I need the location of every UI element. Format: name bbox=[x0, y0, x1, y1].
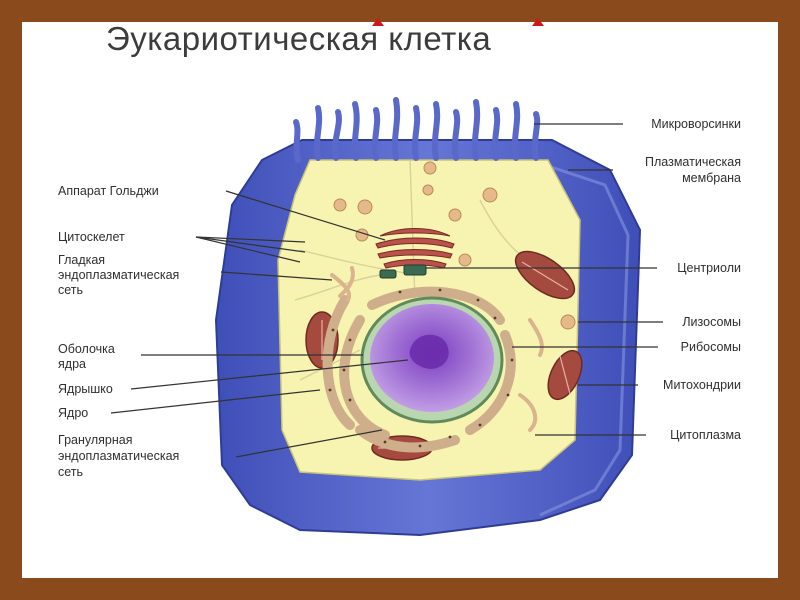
label-centrioles: Центриоли bbox=[677, 261, 741, 275]
microvilli-shape bbox=[293, 97, 541, 163]
centriole-shapes bbox=[379, 264, 427, 279]
golgi-shape bbox=[375, 228, 455, 269]
label-plasma-membrane-line1: Плазматическая bbox=[645, 155, 741, 169]
label-nuclear-envelope-line1: Оболочка bbox=[58, 342, 115, 356]
title-accent-marks bbox=[372, 18, 544, 26]
label-smooth-er-line1: Гладкая bbox=[58, 253, 105, 267]
label-mitochondria: Митохондрии bbox=[663, 378, 741, 392]
label-nucleolus: Ядрышко bbox=[58, 382, 113, 396]
label-rough-er-line3: сеть bbox=[58, 465, 83, 479]
ribosome-dots bbox=[328, 288, 514, 448]
label-lysosomes: Лизосомы bbox=[682, 315, 741, 329]
label-plasma-membrane-line2: мембрана bbox=[682, 171, 741, 185]
label-rough-er-line2: эндоплазматическая bbox=[58, 449, 179, 463]
label-cytoskeleton: Цитоскелет bbox=[58, 230, 125, 244]
label-golgi: Аппарат Гольджи bbox=[58, 184, 159, 198]
label-ribosomes: Рибосомы bbox=[681, 340, 741, 354]
label-cytoplasm: Цитоплазма bbox=[670, 428, 741, 442]
label-smooth-er-line2: эндоплазматическая bbox=[58, 268, 179, 282]
label-nucleus: Ядро bbox=[58, 406, 88, 420]
label-rough-er-line1: Гранулярная bbox=[58, 433, 133, 447]
label-smooth-er-line3: сеть bbox=[58, 283, 83, 297]
label-microvilli: Микроворсинки bbox=[651, 117, 741, 131]
page-title: Эукариотическая клетка bbox=[106, 20, 492, 57]
smooth-er-shape bbox=[330, 266, 544, 432]
label-nuclear-envelope-line2: ядра bbox=[58, 357, 86, 371]
lysosome-shapes bbox=[333, 161, 576, 330]
nucleolus-shape bbox=[409, 334, 449, 369]
leader-lines bbox=[110, 123, 663, 458]
